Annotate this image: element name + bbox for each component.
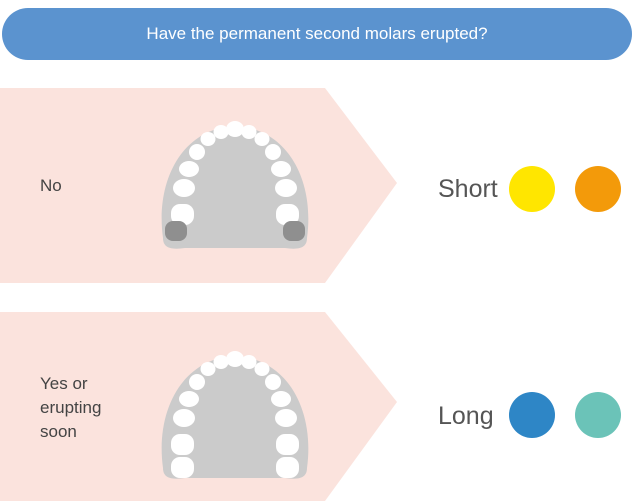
tooth-shape	[255, 362, 270, 376]
blue-circle-icon	[509, 392, 555, 438]
dental-arch-icon	[153, 120, 317, 250]
first-molar-shape	[171, 434, 194, 455]
tooth-shape	[226, 121, 244, 137]
answer-row-no: No Short	[0, 88, 640, 283]
unerupted-molar-shape	[283, 221, 305, 241]
tooth-shape	[214, 355, 229, 369]
result-label-short: Short	[438, 175, 498, 204]
result-label-long: Long	[438, 402, 494, 431]
second-molar-shape	[171, 457, 194, 478]
tooth-shape	[275, 409, 297, 427]
tooth-shape	[179, 391, 199, 407]
answer-text-line: erupting	[40, 396, 101, 420]
answer-row-yes: Yes or erupting soon Long	[0, 312, 640, 502]
tooth-shape	[226, 351, 244, 367]
question-text: Have the permanent second molars erupted…	[146, 24, 487, 44]
tooth-shape	[173, 179, 195, 197]
tooth-shape	[173, 409, 195, 427]
tooth-shape	[265, 374, 281, 390]
unerupted-molar-shape	[165, 221, 187, 241]
answer-label-yes: Yes or erupting soon	[40, 372, 101, 444]
tooth-shape	[265, 144, 281, 160]
result-text: Long	[438, 402, 494, 430]
result-text: Short	[438, 175, 498, 203]
tooth-shape	[179, 161, 199, 177]
teal-circle-icon	[575, 392, 621, 438]
first-molar-shape	[276, 434, 299, 455]
orange-circle-icon	[575, 166, 621, 212]
tooth-shape	[201, 132, 216, 146]
tooth-shape	[214, 125, 229, 139]
answer-text: No	[40, 176, 62, 195]
answer-text-line: Yes or	[40, 372, 101, 396]
tooth-shape	[189, 144, 205, 160]
answer-text-line: soon	[40, 420, 101, 444]
tooth-shape	[201, 362, 216, 376]
second-molar-shape	[276, 457, 299, 478]
tooth-shape	[271, 161, 291, 177]
tooth-shape	[189, 374, 205, 390]
tooth-shape	[275, 179, 297, 197]
yellow-circle-icon	[509, 166, 555, 212]
dental-arch-icon	[153, 350, 317, 480]
tooth-shape	[242, 125, 257, 139]
tooth-shape	[242, 355, 257, 369]
answer-label-no: No	[40, 174, 62, 198]
tooth-shape	[255, 132, 270, 146]
tooth-shape	[271, 391, 291, 407]
question-banner: Have the permanent second molars erupted…	[2, 8, 632, 60]
